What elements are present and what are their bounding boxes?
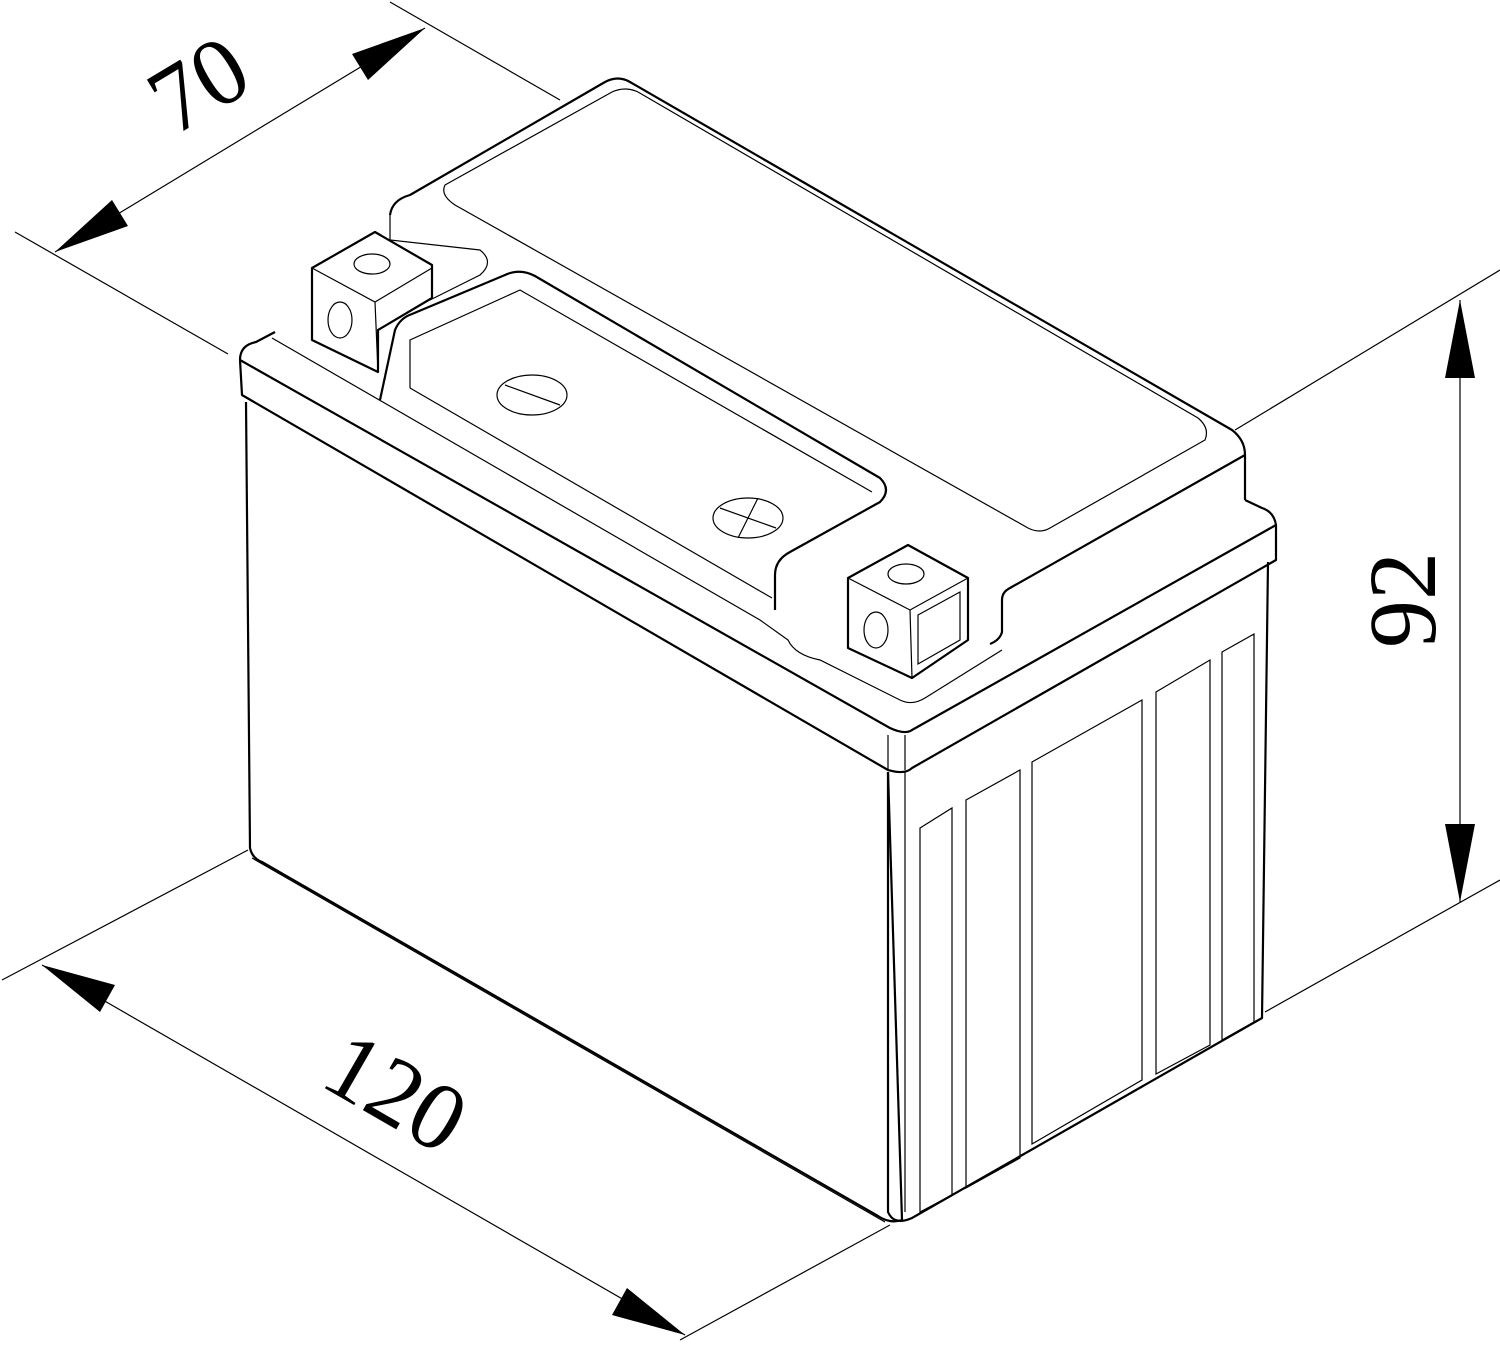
arrow-head	[55, 200, 128, 252]
negative-terminal	[310, 230, 434, 374]
right-face-ribs	[919, 632, 1255, 1213]
dimension-depth: 70	[14, 1, 561, 355]
positive-terminal	[846, 543, 970, 680]
extension-line	[389, 1, 561, 101]
dimension-height: 92	[1234, 269, 1500, 1013]
arrow-head	[1445, 824, 1475, 902]
depth-label: 70	[130, 14, 267, 155]
arrow-head	[352, 28, 425, 80]
dimension-length: 120	[1, 849, 891, 1341]
arrow-head	[42, 965, 115, 1012]
vent-trough	[378, 270, 888, 610]
battery-body	[238, 77, 1278, 1223]
extension-line	[1264, 879, 1500, 1013]
right-face	[886, 561, 1270, 1223]
lower-step	[271, 337, 1003, 704]
extension-line	[1234, 269, 1500, 431]
dimension-line	[41, 964, 686, 1336]
label-area	[443, 88, 1208, 532]
lid-band	[238, 331, 1278, 774]
extension-line	[14, 231, 229, 355]
trough-inner	[409, 387, 773, 599]
arrow-head	[1445, 300, 1475, 378]
positive-symbol	[712, 497, 784, 539]
length-label: 120	[307, 1010, 485, 1175]
raised-top	[388, 77, 1247, 500]
negative-symbol	[496, 374, 568, 416]
extension-line	[1, 849, 249, 981]
arrow-head	[612, 1288, 685, 1335]
step	[389, 215, 489, 301]
raised-top-front	[989, 454, 1246, 646]
lid-edge	[239, 359, 1277, 734]
bottom-edge	[251, 857, 886, 1223]
extension-line	[679, 1224, 891, 1341]
trough-inner	[409, 289, 873, 493]
height-label: 92	[1349, 552, 1456, 648]
